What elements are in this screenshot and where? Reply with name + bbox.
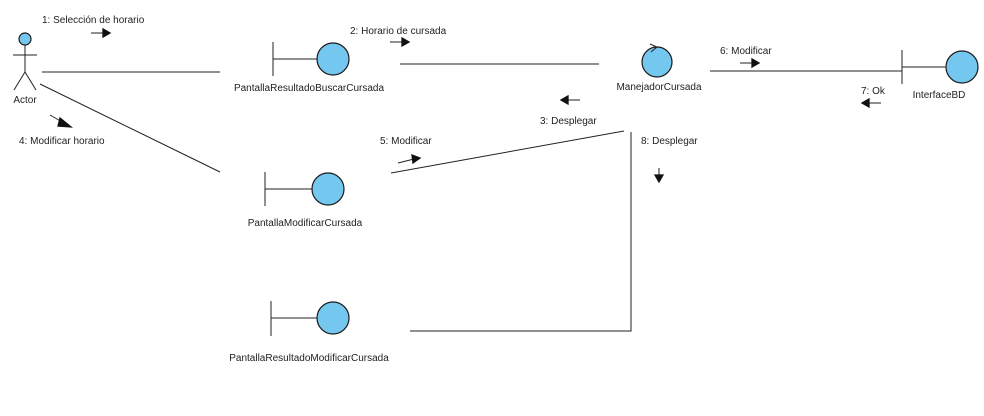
boundary-pantalla-resultado-buscar[interactable]: PantallaResultadoBuscarCursada xyxy=(234,42,385,94)
arrow-down-right-icon xyxy=(49,114,74,128)
message-4-label: 4: Modificar horario xyxy=(19,136,105,147)
message-3-label: 3: Desplegar xyxy=(540,116,597,127)
boundary-pantalla-resultado-modificar[interactable]: PantallaResultadoModificarCursada xyxy=(229,301,389,364)
control-manejador-cursada[interactable]: ManejadorCursada xyxy=(616,43,702,93)
boundary-circle xyxy=(311,172,345,206)
control-arrowhead xyxy=(649,43,658,53)
boundary-circle xyxy=(316,301,350,335)
actor-right-leg xyxy=(24,71,37,91)
boundary-interface-bd[interactable]: InterfaceBD xyxy=(901,50,979,101)
actor-head xyxy=(18,32,32,46)
link-pantalla-modificar-manejador xyxy=(390,130,625,174)
message-2-label: 2: Horario de cursada xyxy=(350,26,447,37)
pantalla-modificar-label: PantallaModificarCursada xyxy=(248,218,363,229)
arrow-left-icon xyxy=(860,97,881,109)
arrow-right-icon xyxy=(397,154,422,165)
message-8-label: 8: Desplegar xyxy=(641,136,698,147)
message-6-label: 6: Modificar xyxy=(720,46,772,57)
message-arrows xyxy=(49,27,881,184)
message-1-label: 1: Selección de horario xyxy=(42,15,145,26)
link-manejador-pantalla-resultado-modificar xyxy=(410,132,632,332)
manejador-label: ManejadorCursada xyxy=(616,82,701,93)
actor-left-leg xyxy=(13,71,26,91)
boundary-circle xyxy=(945,50,979,84)
control-circle xyxy=(641,46,673,78)
link-actor-pantalla-modificar xyxy=(39,83,221,173)
actor[interactable]: Actor xyxy=(13,32,37,106)
arrow-right-icon xyxy=(390,36,411,48)
boundary-pantalla-modificar[interactable]: PantallaModificarCursada xyxy=(248,172,363,229)
arrow-right-icon xyxy=(740,57,761,69)
pantalla-resultado-modificar-label: PantallaResultadoModificarCursada xyxy=(229,353,389,364)
interface-bd-label: InterfaceBD xyxy=(913,90,966,101)
actor-label: Actor xyxy=(13,95,37,106)
boundary-circle xyxy=(316,42,350,76)
arrow-down-icon xyxy=(653,168,665,184)
message-labels: 1: Selección de horario 2: Horario de cu… xyxy=(19,15,886,147)
message-7-label: 7: Ok xyxy=(861,86,886,97)
message-5-label: 5: Modificar xyxy=(380,136,432,147)
arrow-left-icon xyxy=(559,94,580,106)
links xyxy=(39,63,902,332)
pantalla-resultado-buscar-label: PantallaResultadoBuscarCursada xyxy=(234,83,385,94)
arrow-right-icon xyxy=(91,27,112,39)
